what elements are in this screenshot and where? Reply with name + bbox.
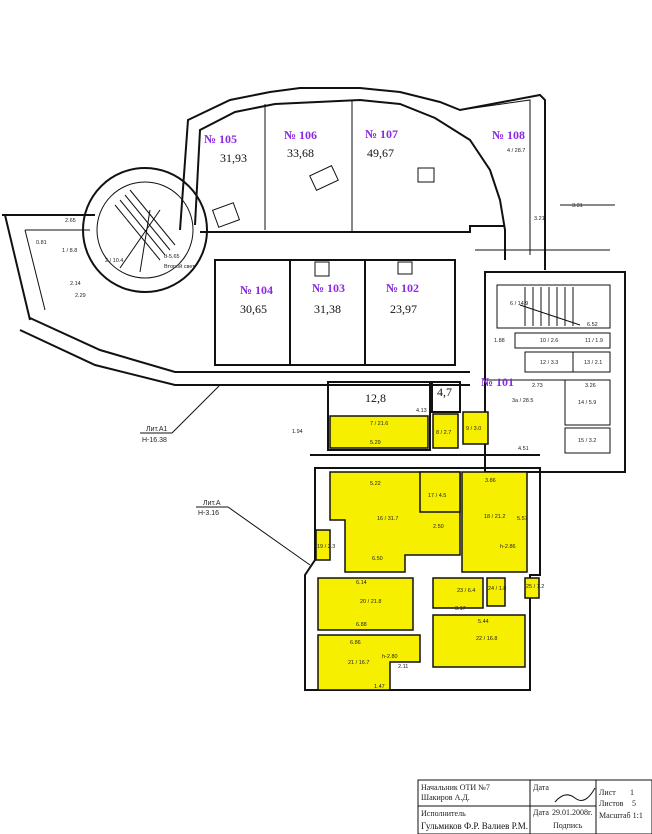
yellow-room-label: 7 / 21.6: [370, 421, 388, 427]
dimension: 2.73: [532, 383, 543, 389]
room-label: 14 / 5.9: [578, 400, 596, 406]
dimension: 2.65: [65, 218, 76, 224]
sheet-label: Лист: [599, 788, 616, 797]
dimension: 5.44: [478, 619, 489, 625]
second-light-label: Второй свет: [164, 263, 195, 270]
room-label: 11 / 1.9: [585, 338, 603, 344]
room-107-number: № 107: [365, 127, 398, 141]
dimension: 2.11: [398, 664, 408, 670]
yellow-room-label: 21 / 16.7: [348, 660, 369, 666]
date-value: 29.01.2008г.: [552, 808, 592, 817]
room-104-area: 30,65: [240, 302, 267, 316]
room-label: 12 / 3.3: [540, 360, 558, 366]
yellow-room-label: 16 / 31.7: [377, 516, 398, 522]
signature-label: Подпись: [553, 821, 583, 830]
sheets-value: 5: [632, 799, 636, 808]
room-102-area: 23,97: [390, 302, 417, 316]
dimension: 2.14: [70, 281, 81, 287]
executor-title: Исполнитель: [421, 809, 466, 818]
yellow-room-label: 22 / 16.8: [476, 636, 497, 642]
dimension: 2.29: [75, 293, 86, 299]
yellow-room-label: 17 / 4.5: [428, 493, 446, 499]
upper-wing-walls: [179, 87, 615, 270]
room-105-area: 31,93: [220, 151, 247, 165]
svg-text:Н-3.16: Н-3.16: [198, 510, 219, 517]
date-label: Дата: [533, 783, 549, 792]
middle-rooms: [19, 259, 470, 386]
dimension: 5.57: [517, 516, 528, 522]
right-block: [484, 271, 626, 473]
room-103-number: № 103: [312, 281, 345, 295]
left-wing: [2, 167, 208, 321]
room-108-area: 4 / 28.7: [507, 148, 525, 154]
dimension: 4.13: [416, 408, 427, 414]
room-105-number: № 105: [204, 132, 237, 146]
date-label-2: Дата: [533, 808, 549, 817]
room-label: 6 / 14.9: [510, 301, 528, 307]
dimension: d-5.65: [164, 254, 180, 260]
yellow-room-label: 19 / 2.3: [317, 544, 335, 550]
annotation-lit-a1: Лит.А1 Н-16.38: [140, 384, 221, 444]
yellow-room-label: 25 / 1.2: [526, 584, 544, 590]
room-108-number: № 108: [492, 128, 525, 142]
dimension: 6.88: [356, 622, 367, 628]
svg-text:Лит.А1: Лит.А1: [146, 426, 168, 433]
svg-text:Лит.А: Лит.А: [203, 500, 221, 507]
sheet-value: 1: [630, 788, 634, 797]
yellow-room-label: 20 / 21.8: [360, 599, 381, 605]
room-104-number: № 104: [240, 283, 273, 297]
dimension: h-2.86: [500, 544, 516, 550]
dimension: 2.50: [433, 524, 444, 530]
room-102-number: № 102: [386, 281, 419, 295]
dimension: 4.51: [518, 446, 529, 452]
yellow-room-label: 23 / 6.4: [457, 588, 475, 594]
room-label: 1 / 8.8: [62, 248, 77, 254]
dimension: 6.86: [350, 640, 361, 646]
room-label: 15 / 3.2: [578, 438, 596, 444]
chief-title: Начальник ОТИ №7: [421, 783, 490, 792]
signature: [554, 787, 596, 803]
yellow-room-label: 9 / 3.0: [466, 426, 481, 432]
scale-label: Масштаб 1:1: [599, 811, 643, 820]
chief-name: Шакиров А.Д.: [421, 793, 470, 802]
annotation-lit-a: Лит.А Н-3.16: [196, 500, 311, 566]
room-106-number: № 106: [284, 128, 317, 142]
room-101-number: № 101: [481, 375, 514, 389]
lower-block: [304, 467, 541, 691]
dimension: 6.52: [587, 322, 598, 328]
dimension: 6.14: [356, 580, 367, 586]
yellow-room-label: 18 / 21.2: [484, 514, 505, 520]
dimension: 5.22: [370, 481, 381, 487]
dimension: 6.50: [372, 556, 383, 562]
area-4-7: 4,7: [437, 385, 452, 399]
dimension: 1.88: [494, 338, 505, 344]
room-label: 2 / 10.4: [105, 258, 123, 264]
title-block: Начальник ОТИ №7 Шакиров А.Д. Исполнител…: [417, 779, 652, 834]
dimension: 3.26: [585, 383, 596, 389]
dimension: 3.17: [455, 606, 466, 612]
dimension: 3.21: [534, 216, 545, 222]
room-107-area: 49,67: [367, 146, 394, 160]
dimension: h-2.80: [382, 654, 398, 660]
dimension: 3.86: [485, 478, 496, 484]
yellow-room-label: 8 / 2.7: [436, 430, 451, 436]
sheets-label: Листов: [599, 799, 624, 808]
dimension: 0.81: [36, 240, 47, 246]
svg-text:Н-16.38: Н-16.38: [142, 437, 167, 444]
dimension: 1.94: [292, 429, 303, 435]
room-103-area: 31,38: [314, 302, 341, 316]
area-12-8: 12,8: [365, 391, 386, 405]
executor-name: Гульмиков Ф.Р. Валиев Р.М.: [421, 821, 528, 831]
dimension: 3.31: [572, 203, 583, 209]
dimension: 1.47: [374, 684, 385, 690]
entrance-rooms: [310, 381, 540, 456]
yellow-room-label: 24 / 1.8: [488, 586, 506, 592]
room-label: 13 / 2.1: [584, 360, 602, 366]
room-106-area: 33,68: [287, 146, 314, 160]
dimension: 5.29: [370, 440, 381, 446]
room-101-area: 3a / 28.5: [512, 398, 533, 404]
room-label: 10 / 2.6: [540, 338, 558, 344]
